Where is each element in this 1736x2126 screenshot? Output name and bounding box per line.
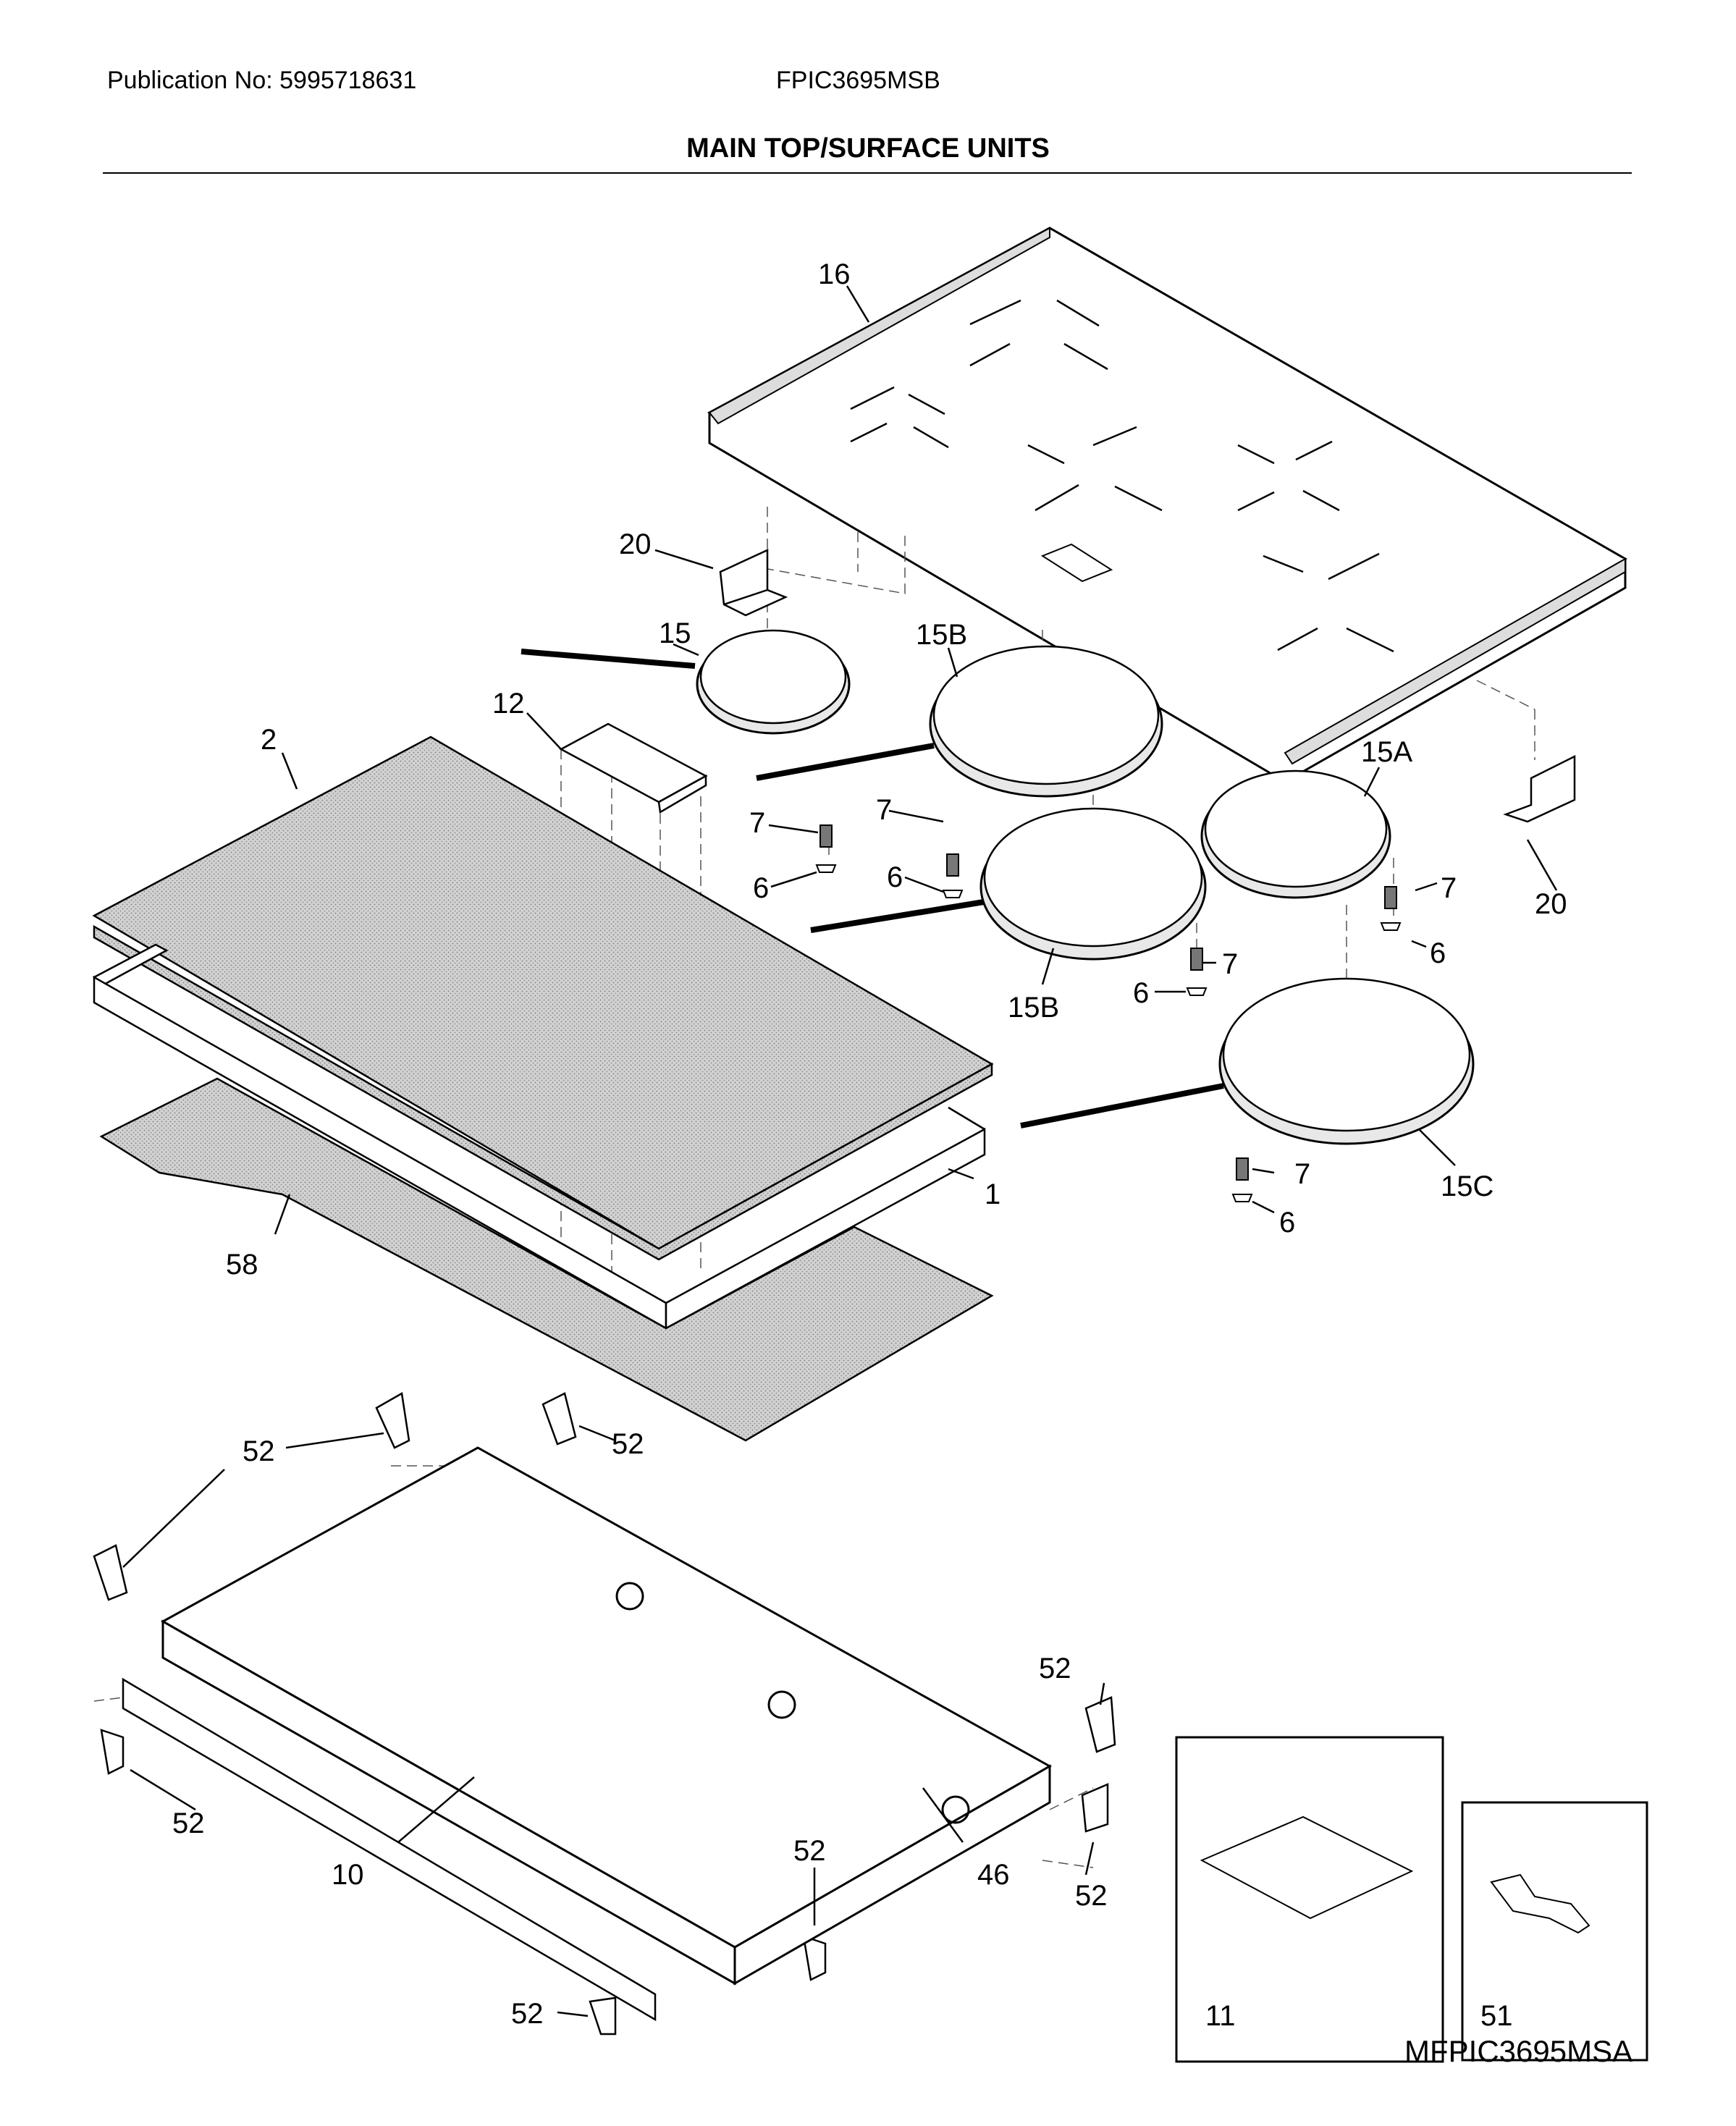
callout-15a: 15A <box>1361 736 1412 768</box>
callout-2: 2 <box>261 724 277 756</box>
part-10-front-trim <box>122 1677 657 2022</box>
part-20-bracket-right <box>1503 754 1576 823</box>
callout-52-g: 52 <box>511 1998 544 2030</box>
callout-52-d: 52 <box>1075 1880 1108 1912</box>
spring-and-screw-hardware <box>815 824 1402 1202</box>
callout-6-b: 6 <box>887 861 903 893</box>
leader-lines <box>122 285 1558 2017</box>
callout-58: 58 <box>226 1249 258 1281</box>
callout-10: 10 <box>332 1859 364 1891</box>
inset-part-51 <box>1461 1801 1648 2062</box>
callout-20-right: 20 <box>1535 888 1567 920</box>
callout-46: 46 <box>977 1859 1010 1891</box>
callout-15b-bottom: 15B <box>1008 992 1059 1024</box>
callout-1: 1 <box>985 1178 1000 1210</box>
part-46-bottom-tray <box>160 1446 1053 1986</box>
part-15b-element-top <box>756 645 1163 798</box>
clip-hardware-52 <box>93 1392 1116 2036</box>
callout-6-c: 6 <box>1430 937 1446 969</box>
callout-16: 16 <box>818 258 851 290</box>
publication-number: Publication No: 5995718631 <box>107 67 417 94</box>
callout-7-d: 7 <box>1222 948 1238 980</box>
page-title: MAIN TOP/SURFACE UNITS <box>686 133 1050 164</box>
callout-52-c: 52 <box>1039 1653 1071 1684</box>
part-15b-element-bottom <box>810 807 1207 961</box>
callout-15c: 15C <box>1441 1170 1493 1202</box>
callout-52-b: 52 <box>612 1428 644 1460</box>
part-15c-element <box>1020 977 1475 1145</box>
callout-52-a: 52 <box>243 1435 275 1467</box>
part-15-element <box>521 629 851 735</box>
inset-part-11 <box>1175 1736 1444 2063</box>
callout-7-b: 7 <box>876 794 892 826</box>
part-2-insulation <box>92 735 994 1261</box>
callout-52-f: 52 <box>172 1807 205 1839</box>
part-15a-element <box>1200 769 1391 899</box>
part-20-bracket-left <box>719 549 788 617</box>
header-divider <box>103 172 1632 174</box>
callout-52-e: 52 <box>793 1835 826 1867</box>
callout-20-left: 20 <box>619 528 652 560</box>
callout-12: 12 <box>492 688 525 720</box>
callout-11: 11 <box>1205 2000 1236 2032</box>
callout-7-c: 7 <box>1441 872 1457 904</box>
callout-51: 51 <box>1480 2000 1513 2032</box>
callout-15b-top: 15B <box>916 619 967 651</box>
callout-6-d: 6 <box>1133 977 1149 1009</box>
callout-7-e: 7 <box>1294 1158 1310 1190</box>
model-number: FPIC3695MSB <box>776 67 940 94</box>
callout-6-a: 6 <box>753 872 769 904</box>
part-16-glass-top <box>707 227 1628 783</box>
callout-15: 15 <box>659 617 691 649</box>
callout-7-a: 7 <box>749 807 765 839</box>
part-12-bracket <box>559 722 708 814</box>
figure-code: MFPIC3695MSA <box>1404 2034 1633 2068</box>
callout-6-e: 6 <box>1279 1207 1295 1239</box>
part-58-insulation <box>99 1077 994 1442</box>
